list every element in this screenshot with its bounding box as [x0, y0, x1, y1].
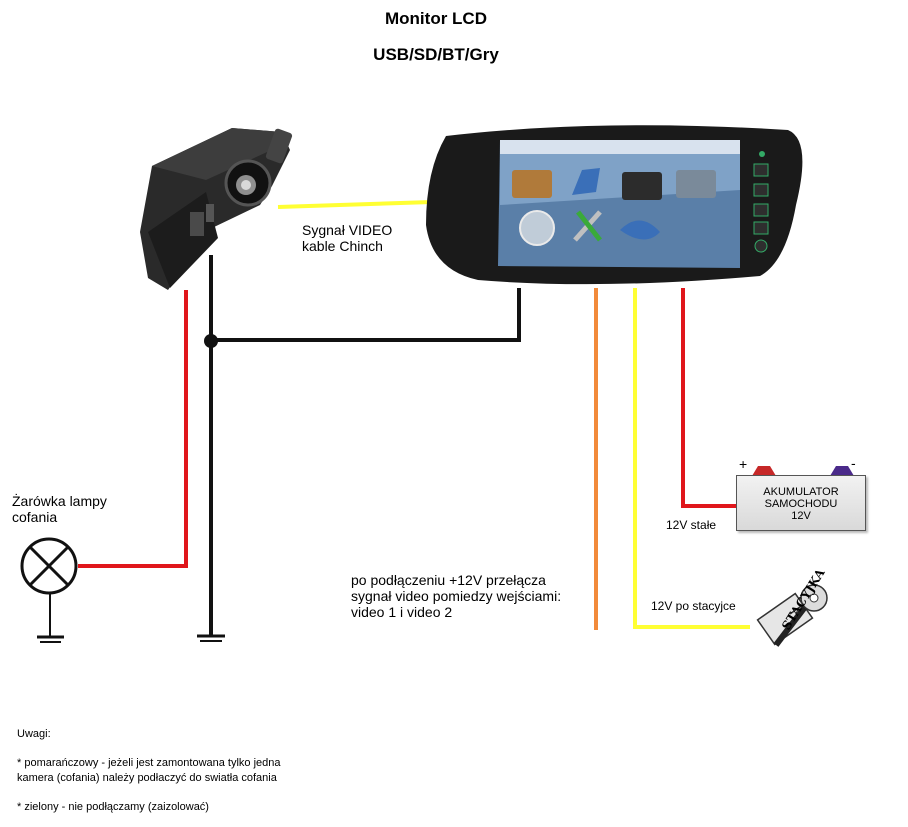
title-line2: USB/SD/BT/Gry [373, 45, 499, 64]
yellow-video-wire [277, 200, 433, 209]
notes: Uwagi: * pomarańczowy - jeżeli jest zamo… [17, 727, 281, 815]
lamp-icon [20, 537, 78, 595]
battery-icon [752, 466, 854, 476]
battery-line3: 12V [791, 510, 811, 522]
red-battery-wire [681, 288, 736, 508]
battery-line1: AKUMULATOR [763, 486, 839, 498]
constant-12v-label: 12V stałe [666, 518, 717, 532]
battery-minus-label: - [851, 455, 856, 471]
battery-line2: SAMOCHODU [764, 498, 838, 510]
car-battery: AKUMULATOR SAMOCHODU 12V [736, 475, 866, 531]
ground-icon [37, 592, 64, 643]
yellow-ignition-wire [633, 288, 750, 629]
video-signal-label: Sygnał VIDEO kable Chinch [302, 222, 393, 254]
camera-icon [140, 128, 293, 290]
red-camera-wire [78, 290, 188, 568]
reverse-lamp-label: Żarówka lampy cofania [12, 493, 107, 525]
ignition-12v-label: 12V po stacyjce [651, 599, 736, 613]
note-orange: * pomarańczowy - jeżeli jest zamontowana… [17, 757, 281, 784]
notes-heading: Uwagi: [17, 728, 51, 740]
battery-plus-label: + [739, 456, 748, 472]
key-icon [756, 584, 828, 647]
wire-junction [204, 334, 218, 348]
monitor-icon [426, 125, 803, 285]
wires [78, 200, 750, 636]
switch-note-label: po podłączeniu +12V przełącza sygnał vid… [351, 572, 562, 620]
ground-icon [197, 634, 225, 642]
title-line1: Monitor LCD [385, 9, 487, 28]
note-green: * zielony - nie podłączamy (zaizolować) [17, 801, 209, 813]
black-monitor-wire [211, 288, 521, 342]
